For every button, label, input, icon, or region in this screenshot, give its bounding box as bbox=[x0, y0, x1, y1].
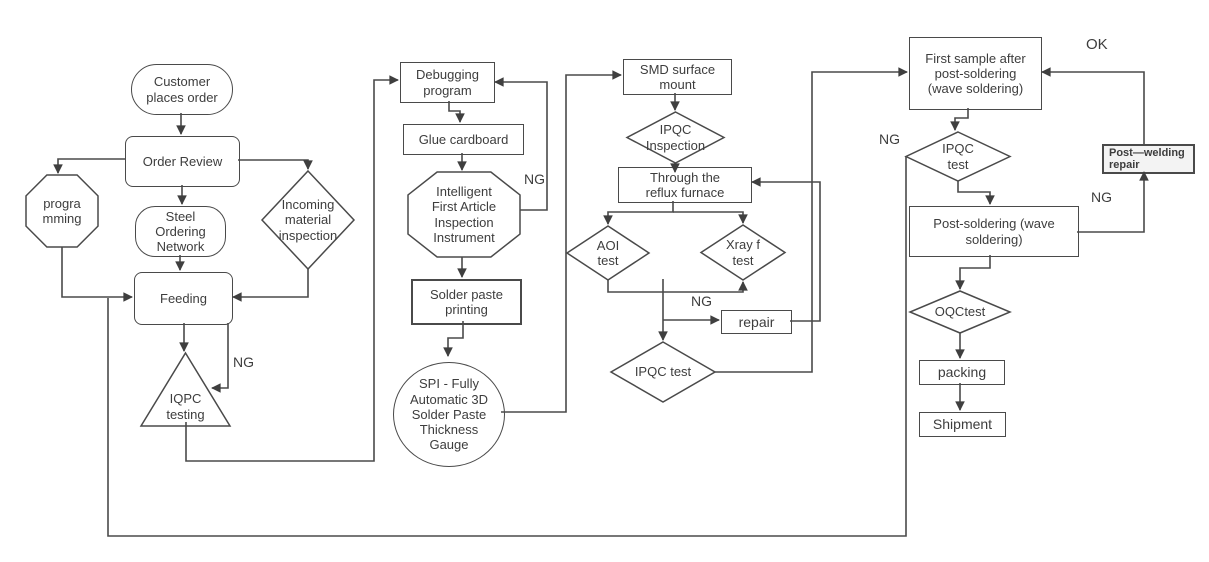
node-steel-ordering: Steel Ordering Network bbox=[135, 206, 226, 257]
node-post-welding-repair-label: Post—welding repair bbox=[1109, 146, 1185, 171]
node-iqpc-testing: IQPC testing bbox=[141, 353, 230, 426]
node-customer-order: Customer places order bbox=[131, 64, 233, 115]
edge-feeding-ng-to-iqpc bbox=[211, 323, 229, 393]
node-xray-test: Xray f test bbox=[701, 225, 785, 280]
edge-post-soldering-to-oqc bbox=[955, 255, 991, 290]
node-feeding: Feeding bbox=[134, 272, 233, 325]
node-xray-test-label: Xray f test bbox=[726, 237, 760, 268]
edge-spi-to-smd bbox=[501, 70, 622, 413]
node-spi-gauge: SPI - Fully Automatic 3D Solder Paste Th… bbox=[393, 362, 505, 467]
node-oqc-test-label: OQCtest bbox=[934, 304, 986, 320]
node-shipment: Shipment bbox=[919, 412, 1006, 437]
node-first-article: Intelligent First Article Inspection Ins… bbox=[408, 172, 520, 257]
edge-ipqc-mid-to-first-sample bbox=[715, 67, 908, 373]
diamond-shape bbox=[611, 342, 715, 402]
node-reflux-furnace-label: Through the reflux furnace bbox=[645, 169, 725, 200]
node-oqc-test: OQCtest bbox=[910, 291, 1010, 333]
node-post-soldering-label: Post-soldering (wave soldering) bbox=[933, 216, 1055, 247]
edge-aoi-to-xray-bottom bbox=[607, 280, 748, 293]
node-programming-label: progra mming bbox=[42, 195, 82, 226]
node-ipqc-test-right-label: IPQC test bbox=[942, 141, 974, 172]
edge-repair-to-reflux bbox=[751, 177, 821, 322]
node-spi-gauge-label: SPI - Fully Automatic 3D Solder Paste Th… bbox=[409, 376, 489, 453]
edge-label-aoi-ng: NG bbox=[691, 293, 712, 309]
edge-iqpc-to-debugging bbox=[185, 75, 399, 462]
node-debugging-program: Debugging program bbox=[400, 62, 495, 103]
node-packing-label: packing bbox=[937, 364, 987, 381]
edge-ipqc-right-to-post-soldering bbox=[957, 181, 995, 205]
edge-debugging-to-glue bbox=[448, 101, 465, 123]
node-glue-cardboard: Glue cardboard bbox=[403, 124, 524, 155]
node-ipqc-test-mid-label: IPQC test bbox=[634, 364, 692, 380]
node-incoming-inspection-label: Incoming material inspection bbox=[278, 197, 338, 243]
node-aoi-test-label: AOI test bbox=[596, 237, 620, 268]
edge-label-post-soldering-ng: NG bbox=[1091, 189, 1112, 205]
node-glue-cardboard-label: Glue cardboard bbox=[418, 131, 509, 147]
node-iqpc-testing-label: IQPC testing bbox=[166, 391, 205, 422]
edge-ipqc-right-ng-loop bbox=[107, 156, 907, 537]
edge-label-first-article-ng: NG bbox=[524, 171, 545, 187]
node-smd-mount-label: SMD surface mount bbox=[639, 61, 716, 92]
edge-label-feeding-ng: NG bbox=[233, 354, 254, 370]
node-programming: progra mming bbox=[26, 175, 98, 247]
node-first-sample-label: First sample after post-soldering (wave … bbox=[925, 50, 1026, 97]
diamond-shape bbox=[701, 225, 785, 280]
node-solder-paste: Solder paste printing bbox=[411, 279, 522, 325]
edge-label-post-welding-ok: OK bbox=[1086, 36, 1108, 53]
node-repair-label: repair bbox=[738, 313, 775, 330]
node-steel-ordering-label: Steel Ordering Network bbox=[155, 208, 206, 255]
edge-reflux-to-aoi bbox=[603, 201, 674, 225]
edge-first-sample-to-ipqc-right bbox=[950, 108, 969, 131]
node-smd-mount: SMD surface mount bbox=[623, 59, 732, 95]
node-customer-order-label: Customer places order bbox=[146, 74, 218, 105]
node-first-article-label: Intelligent First Article Inspection Ins… bbox=[431, 183, 497, 245]
edge-post-welding-ok-to-first-sample bbox=[1041, 67, 1145, 144]
node-post-welding-repair: Post—welding repair bbox=[1102, 144, 1195, 174]
octagon-shape bbox=[408, 172, 520, 257]
node-repair: repair bbox=[721, 310, 792, 334]
node-shipment-label: Shipment bbox=[932, 416, 993, 433]
edge-order-review-to-programming bbox=[53, 158, 125, 174]
node-ipqc-test-mid: IPQC test bbox=[611, 342, 715, 402]
edge-programming-to-feeding bbox=[61, 247, 133, 302]
node-post-soldering: Post-soldering (wave soldering) bbox=[909, 206, 1079, 257]
edge-first-article-ng-to-debugging bbox=[494, 77, 548, 211]
edge-label-ipqc-right-ng: NG bbox=[879, 131, 900, 147]
octagon-shape bbox=[26, 175, 98, 247]
edge-solder-paste-to-spi bbox=[443, 321, 464, 357]
node-order-review-label: Order Review bbox=[142, 153, 223, 169]
edge-order-review-to-incoming bbox=[238, 159, 313, 170]
node-ipqc-inspection-label: IPQC Inspection bbox=[645, 122, 706, 153]
edge-incoming-to-feeding bbox=[232, 269, 309, 302]
node-ipqc-test-right: IPQC test bbox=[906, 132, 1010, 181]
node-debugging-program-label: Debugging program bbox=[416, 67, 479, 98]
node-reflux-furnace: Through the reflux furnace bbox=[618, 167, 752, 203]
edge-reflux-to-xray bbox=[673, 211, 748, 224]
node-first-sample: First sample after post-soldering (wave … bbox=[909, 37, 1042, 110]
edge-post-soldering-ng-to-post-welding bbox=[1077, 171, 1149, 233]
node-order-review: Order Review bbox=[125, 136, 240, 187]
node-solder-paste-label: Solder paste printing bbox=[430, 286, 503, 317]
node-feeding-label: Feeding bbox=[160, 290, 207, 306]
node-packing: packing bbox=[919, 360, 1005, 385]
